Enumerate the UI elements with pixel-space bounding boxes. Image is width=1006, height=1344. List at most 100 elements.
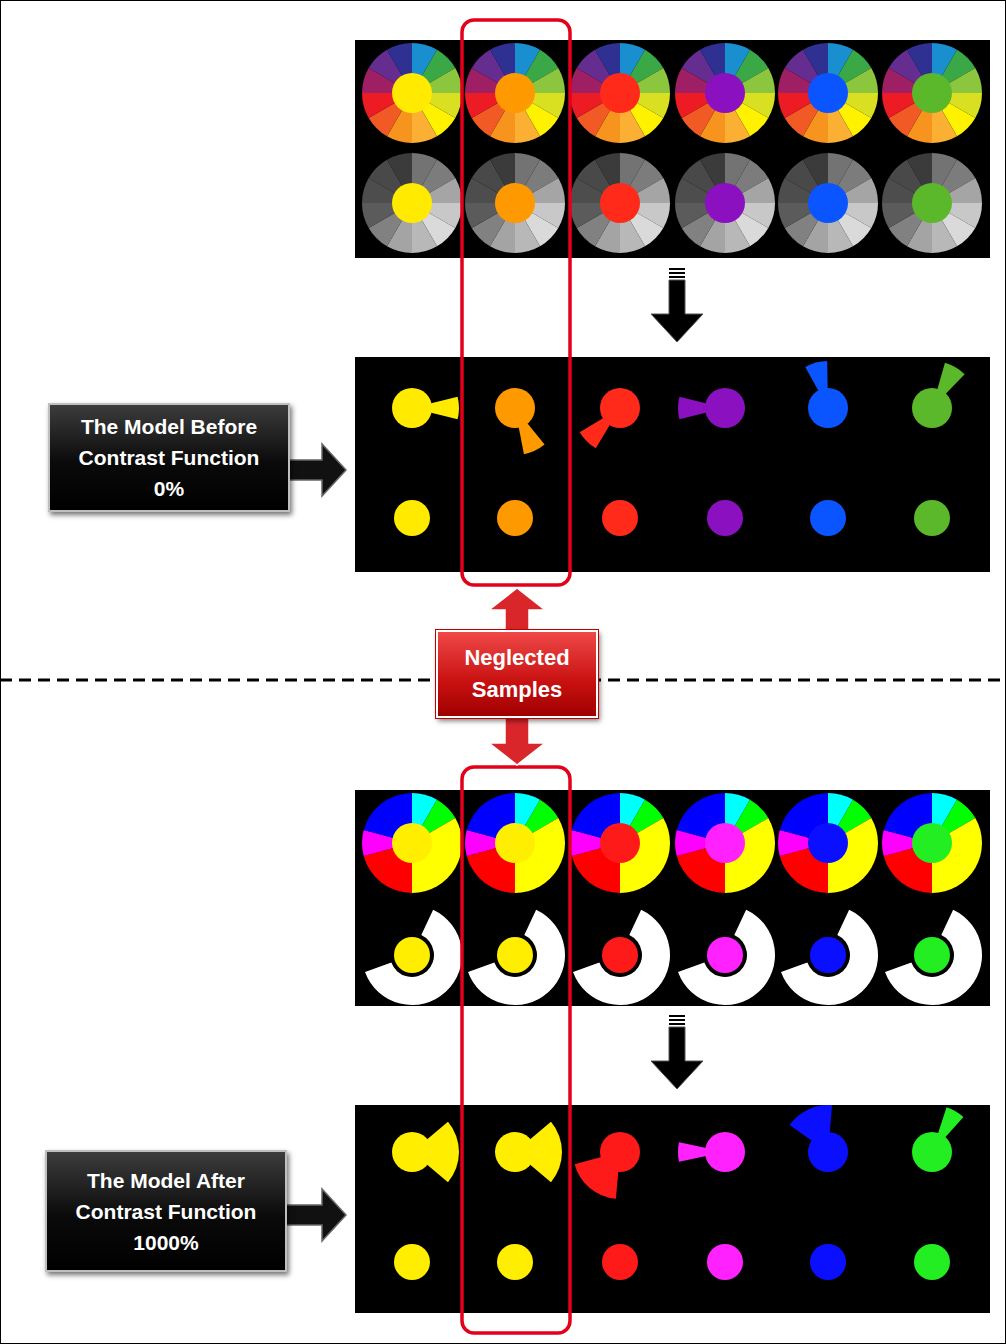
center-dot bbox=[912, 183, 952, 223]
pin-head bbox=[495, 1132, 535, 1172]
pin-shape bbox=[392, 388, 459, 428]
center-dot bbox=[600, 73, 640, 113]
black-panel bbox=[355, 790, 990, 1006]
gray-wheel bbox=[778, 153, 878, 253]
pin-shape bbox=[912, 363, 965, 428]
pin-head bbox=[705, 1132, 745, 1172]
pin-shape bbox=[678, 1132, 745, 1172]
node-label: The Model After Contrast Function bbox=[55, 1165, 277, 1227]
color-wheel bbox=[882, 793, 982, 893]
color-wheel bbox=[570, 43, 670, 143]
color-wheel bbox=[465, 793, 565, 893]
center-dot bbox=[495, 823, 535, 863]
node-label: Neglected Samples bbox=[446, 642, 588, 706]
center-dot bbox=[600, 183, 640, 223]
pin-head bbox=[705, 388, 745, 428]
pin-shape bbox=[805, 361, 848, 428]
center-dot bbox=[392, 183, 432, 223]
pin-head bbox=[808, 388, 848, 428]
down-arrow bbox=[651, 268, 703, 342]
white-arc bbox=[573, 910, 670, 1005]
mask-wheel bbox=[573, 910, 670, 1005]
color-wheel bbox=[675, 43, 775, 143]
center-dot bbox=[810, 937, 846, 973]
right-arrow bbox=[286, 444, 346, 496]
pin-shape bbox=[912, 1107, 963, 1172]
pin-shape bbox=[575, 1132, 640, 1199]
callout-box: The Model Before Contrast Function0% bbox=[48, 403, 290, 512]
gray-wheel bbox=[362, 153, 462, 253]
arrow-stripe bbox=[669, 268, 685, 270]
sample-dot bbox=[602, 500, 638, 536]
mask-wheel bbox=[781, 910, 878, 1005]
color-wheel bbox=[570, 793, 670, 893]
arrow-body bbox=[651, 1027, 703, 1089]
center-dot bbox=[705, 73, 745, 113]
arrow-body bbox=[651, 280, 703, 342]
gray-wheel bbox=[882, 153, 982, 253]
pin-shape bbox=[678, 388, 745, 428]
center-dot bbox=[707, 937, 743, 973]
down-arrow bbox=[651, 1015, 703, 1089]
center-dot bbox=[495, 183, 535, 223]
sample-dot bbox=[707, 1244, 743, 1280]
node-label: The Model Before Contrast Function bbox=[58, 411, 280, 473]
center-dot bbox=[914, 937, 950, 973]
center-dot bbox=[912, 73, 952, 113]
pin-head bbox=[495, 388, 535, 428]
sample-dot bbox=[914, 500, 950, 536]
sample-dot bbox=[497, 1244, 533, 1280]
mask-wheel bbox=[678, 910, 775, 1005]
gray-wheel bbox=[675, 153, 775, 253]
highlight-column bbox=[462, 20, 570, 585]
color-wheel bbox=[675, 793, 775, 893]
sample-dot bbox=[810, 500, 846, 536]
arrow-stripe bbox=[669, 276, 685, 278]
neglected-arrow bbox=[489, 588, 545, 632]
arrow-stripe bbox=[669, 1015, 685, 1017]
white-arc bbox=[781, 910, 878, 1005]
white-arc bbox=[678, 910, 775, 1005]
center-dot bbox=[392, 73, 432, 113]
arrow-stripe bbox=[669, 1019, 685, 1021]
center-dot bbox=[705, 823, 745, 863]
neglected-box: Neglected Samples bbox=[436, 630, 598, 718]
pin-head bbox=[808, 1132, 848, 1172]
black-panel bbox=[355, 357, 990, 572]
color-wheel bbox=[778, 43, 878, 143]
mask-wheel bbox=[365, 910, 462, 1005]
mask-wheel bbox=[468, 910, 565, 1005]
center-dot bbox=[392, 823, 432, 863]
center-dot bbox=[497, 937, 533, 973]
pin-head bbox=[912, 1132, 952, 1172]
white-arc bbox=[365, 910, 462, 1005]
gray-wheel bbox=[570, 153, 670, 253]
white-arc bbox=[468, 910, 565, 1005]
sample-dot bbox=[394, 1244, 430, 1280]
color-wheel bbox=[362, 793, 462, 893]
black-panel bbox=[355, 1105, 990, 1313]
pin-head bbox=[392, 1132, 432, 1172]
black-panel bbox=[355, 40, 990, 258]
pin-head bbox=[600, 388, 640, 428]
color-wheel bbox=[882, 43, 982, 143]
center-dot bbox=[705, 183, 745, 223]
pin-shape bbox=[392, 1122, 459, 1182]
center-dot bbox=[912, 823, 952, 863]
pin-shape bbox=[790, 1105, 849, 1172]
arrow-stripe bbox=[669, 1023, 685, 1025]
sample-dot bbox=[707, 500, 743, 536]
node-label: 1000% bbox=[133, 1227, 198, 1258]
sample-dot bbox=[810, 1244, 846, 1280]
arrow-stripe bbox=[669, 272, 685, 274]
pin-shape bbox=[580, 388, 640, 448]
sample-dot bbox=[394, 500, 430, 536]
color-wheel bbox=[362, 43, 462, 143]
center-dot bbox=[394, 937, 430, 973]
pin-head bbox=[600, 1132, 640, 1172]
pin-shape bbox=[495, 388, 545, 454]
white-arc bbox=[885, 910, 982, 1005]
center-dot bbox=[808, 183, 848, 223]
gray-wheel bbox=[465, 153, 565, 253]
